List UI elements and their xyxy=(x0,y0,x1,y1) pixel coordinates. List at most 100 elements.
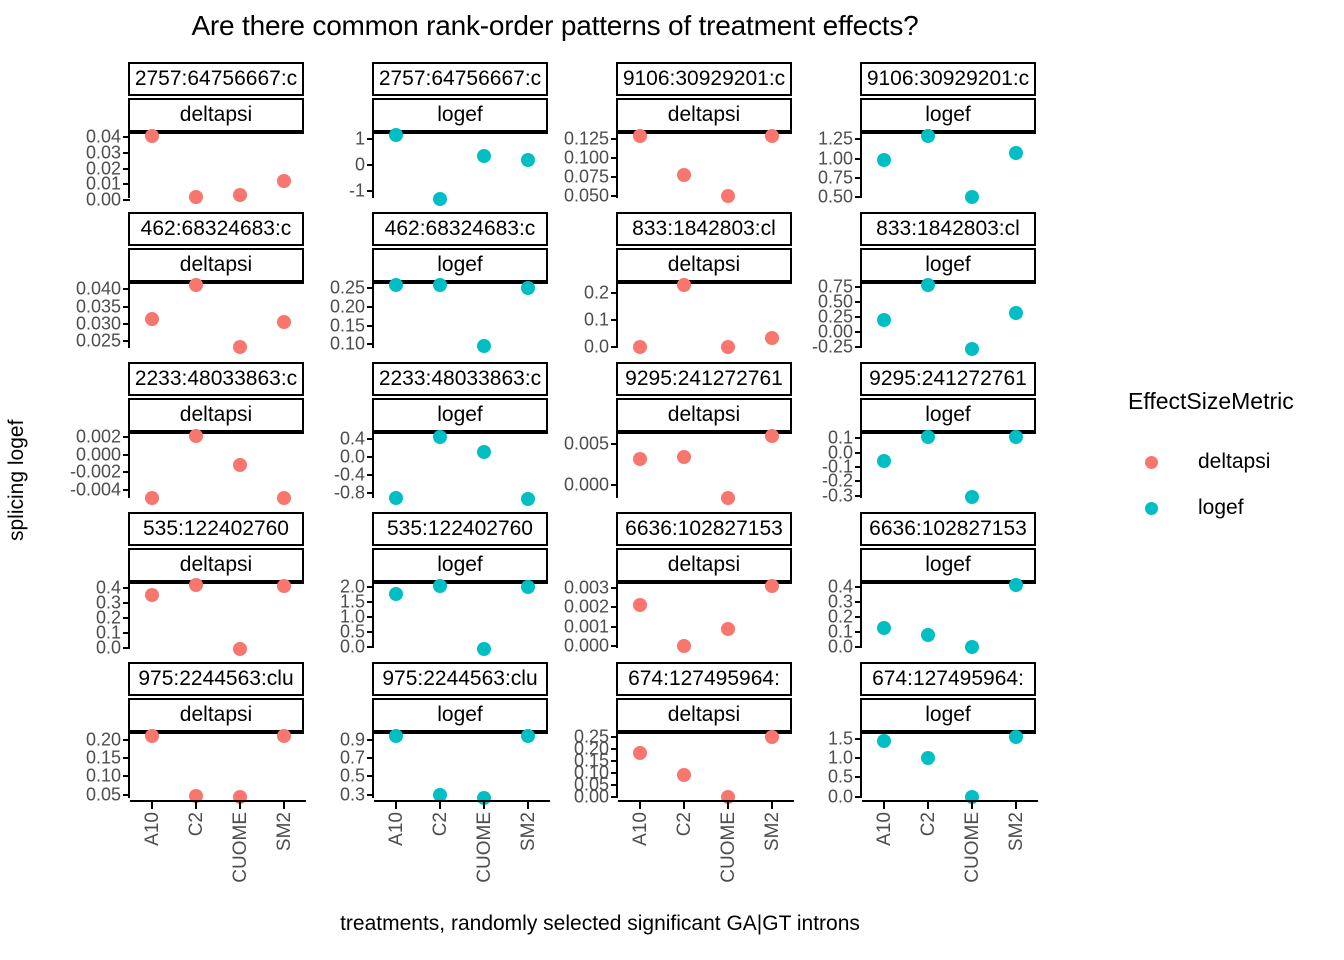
legend-item[interactable]: logef xyxy=(1128,485,1294,531)
data-point[interactable] xyxy=(965,341,979,356)
data-point[interactable] xyxy=(433,429,447,444)
y-axis-tick xyxy=(123,151,130,154)
data-point[interactable] xyxy=(233,458,247,473)
facet-strip-intron-label: 9106:30929201:c xyxy=(866,67,1030,90)
data-point[interactable] xyxy=(389,490,403,505)
data-point[interactable] xyxy=(765,578,779,593)
data-point[interactable] xyxy=(1009,578,1023,593)
data-point[interactable] xyxy=(277,579,291,594)
data-point[interactable] xyxy=(1009,305,1023,320)
data-point[interactable] xyxy=(521,280,535,295)
facet-strip-intron: 6636:102827153 xyxy=(616,512,792,546)
data-point[interactable] xyxy=(677,277,691,292)
data-point[interactable] xyxy=(233,188,247,203)
x-axis-tick-label: C2 xyxy=(186,812,207,837)
data-point[interactable] xyxy=(277,728,291,743)
data-point[interactable] xyxy=(921,751,935,766)
y-axis-tick xyxy=(611,625,618,628)
data-point[interactable] xyxy=(677,768,691,783)
y-axis-tick xyxy=(611,772,618,775)
data-point[interactable] xyxy=(277,315,291,330)
data-point[interactable] xyxy=(389,128,403,143)
data-point[interactable] xyxy=(521,491,535,506)
data-point[interactable] xyxy=(877,313,891,327)
x-axis-tick xyxy=(927,802,929,809)
data-point[interactable] xyxy=(477,445,491,460)
data-point[interactable] xyxy=(145,728,159,743)
y-axis-tick-label: 0.10 xyxy=(329,333,365,354)
data-point[interactable] xyxy=(433,578,447,593)
data-point[interactable] xyxy=(145,491,159,506)
data-point[interactable] xyxy=(633,598,647,613)
facet-strip-metric: logef xyxy=(372,248,548,282)
y-axis-tick xyxy=(855,157,862,160)
data-point[interactable] xyxy=(877,733,891,748)
y-axis-tick-label: 1.00 xyxy=(817,148,853,169)
data-point[interactable] xyxy=(233,339,247,354)
data-point[interactable] xyxy=(277,174,291,189)
y-axis-tick xyxy=(611,319,618,322)
data-point[interactable] xyxy=(877,620,891,635)
data-point[interactable] xyxy=(477,641,491,656)
data-point[interactable] xyxy=(765,428,779,443)
data-point[interactable] xyxy=(389,728,403,743)
data-point[interactable] xyxy=(965,640,979,654)
data-point[interactable] xyxy=(189,578,203,593)
data-point[interactable] xyxy=(233,642,247,657)
data-point[interactable] xyxy=(633,339,647,354)
y-axis-tick-label: 0.1 xyxy=(583,309,609,330)
facet-strip-intron-label: 462:68324683:c xyxy=(140,217,292,240)
data-point[interactable] xyxy=(389,278,403,293)
data-point[interactable] xyxy=(433,191,447,206)
data-point[interactable] xyxy=(677,639,691,654)
y-axis-tick-label: -1 xyxy=(348,180,365,201)
data-point[interactable] xyxy=(677,450,691,465)
data-point[interactable] xyxy=(433,787,447,802)
data-point[interactable] xyxy=(921,429,935,444)
y-axis-tick xyxy=(611,176,618,179)
data-point[interactable] xyxy=(1009,146,1023,161)
data-point[interactable] xyxy=(189,428,203,443)
data-point[interactable] xyxy=(145,588,159,603)
data-point[interactable] xyxy=(765,128,779,143)
data-point[interactable] xyxy=(1009,429,1023,444)
data-point[interactable] xyxy=(521,580,535,594)
facet-strip-metric-label: logef xyxy=(925,403,971,426)
data-point[interactable] xyxy=(145,128,159,143)
data-point[interactable] xyxy=(189,189,203,204)
data-point[interactable] xyxy=(477,149,491,163)
data-point[interactable] xyxy=(721,340,735,355)
data-point[interactable] xyxy=(1009,729,1023,744)
data-point[interactable] xyxy=(189,278,203,293)
data-point[interactable] xyxy=(765,330,779,345)
legend-item[interactable]: deltapsi xyxy=(1128,439,1294,485)
data-point[interactable] xyxy=(189,789,203,804)
data-point[interactable] xyxy=(965,189,979,204)
data-point[interactable] xyxy=(521,728,535,743)
data-point[interactable] xyxy=(721,189,735,204)
data-point[interactable] xyxy=(721,491,735,506)
data-point[interactable] xyxy=(433,277,447,292)
y-axis-tick-label: 0.15 xyxy=(85,747,121,768)
y-axis-tick xyxy=(123,646,130,649)
data-point[interactable] xyxy=(721,621,735,636)
data-point[interactable] xyxy=(877,153,891,168)
data-point[interactable] xyxy=(477,339,491,354)
data-point[interactable] xyxy=(633,451,647,466)
data-point[interactable] xyxy=(277,491,291,506)
data-point[interactable] xyxy=(633,129,647,144)
data-point[interactable] xyxy=(921,628,935,642)
y-axis-tick-label: 0.50 xyxy=(817,291,853,312)
data-point[interactable] xyxy=(765,729,779,744)
data-point[interactable] xyxy=(921,128,935,143)
data-point[interactable] xyxy=(965,490,979,505)
data-point[interactable] xyxy=(145,311,159,326)
data-point[interactable] xyxy=(877,454,891,469)
y-axis-tick xyxy=(611,586,618,589)
data-point[interactable] xyxy=(633,745,647,760)
data-point[interactable] xyxy=(677,167,691,182)
data-point[interactable] xyxy=(921,278,935,293)
data-point[interactable] xyxy=(521,152,535,167)
data-point[interactable] xyxy=(389,586,403,601)
